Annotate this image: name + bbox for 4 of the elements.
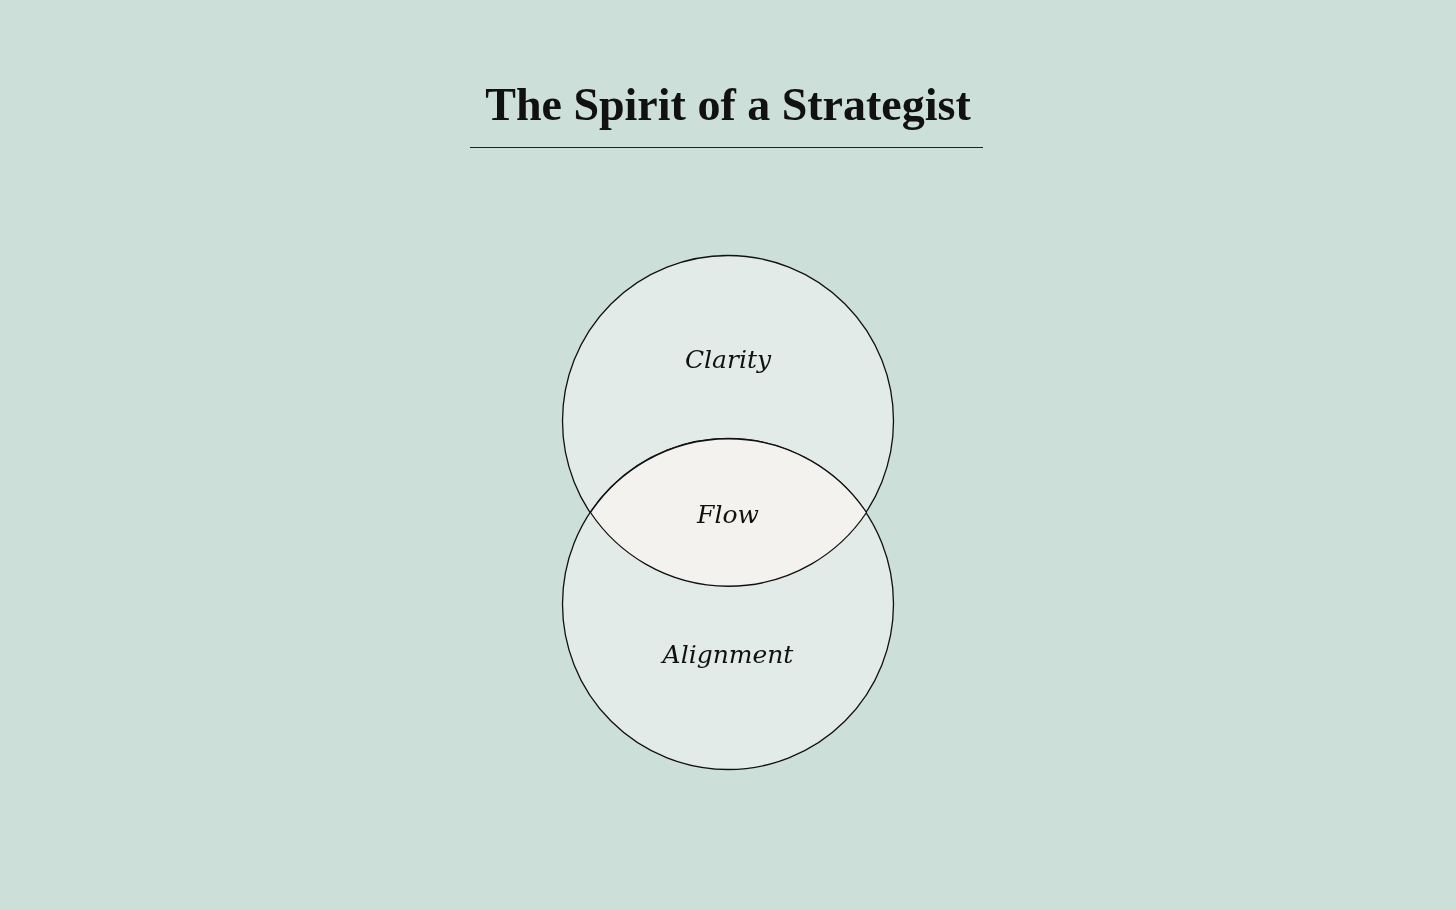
circle-label: Alignment xyxy=(662,640,794,670)
title: The Spirit of a Strategist xyxy=(485,78,971,131)
circle-label: Flow xyxy=(697,500,759,530)
circle-label: Clarity xyxy=(684,345,772,375)
